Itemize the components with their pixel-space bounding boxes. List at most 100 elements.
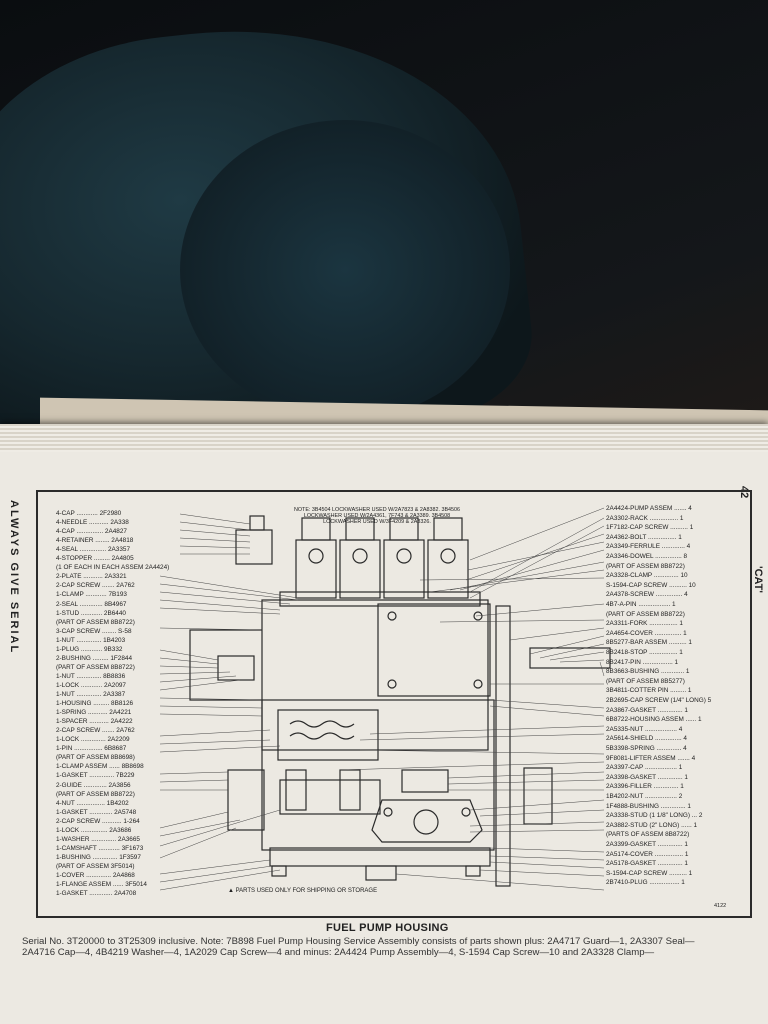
fuel-pipe (189, 629, 262, 701)
part-label-right: 2A3397-CAP .................. 1 (606, 764, 683, 772)
part-label-left: 1-NUT .............. 1B4203 (56, 636, 126, 644)
part-label-right: 5B3398-SPRING .............. 4 (606, 745, 687, 752)
gasket-block (523, 767, 553, 825)
pump-cap-4 (433, 517, 463, 541)
part-label-right: 4B7-A-PIN .................. 1 (606, 601, 676, 608)
part-label-left: 1-HOUSING ......... 8B8126 (56, 700, 134, 708)
part-label-left: 2-BUSHING ......... 1F2844 (56, 654, 133, 662)
part-label-left: (PART OF ASSEM 8B8698) (56, 754, 135, 762)
part-label-right: 2A4362-BOLT ................ 1 (606, 533, 682, 541)
part-label-left: 1-WASHER .............. 2A3665 (56, 835, 140, 843)
part-label-right: 2A5335-NUT .................. 4 (606, 725, 683, 733)
part-label-left: 2-PLATE ........... 2A3321 (56, 573, 127, 581)
part-label-left: 1-NUT .............. 2A3387 (56, 691, 126, 698)
part-label-left: (PART OF ASSEM 8B8722) (56, 618, 135, 626)
part-label-left: 1-CAMSHAFT ............ 3F1673 (56, 844, 144, 852)
page-code: 4122 (714, 903, 727, 909)
part-label-right: 9F8081-LIFTER ASSEM ....... 4 (606, 754, 696, 762)
part-label-right: 2A3338-STUD (1 1/8" LONG) ... 2 (606, 812, 703, 820)
part-label-right: 2A3882-STUD (2" LONG) ...... 1 (606, 821, 698, 829)
part-label-left: 2-SEAL ............. 8B4967 (56, 600, 127, 608)
part-label-right: (PART OF ASSEM 8B8722) (606, 610, 685, 618)
part-label-right: 6B8722-HOUSING ASSEM ...... 1 (606, 716, 702, 724)
part-label-left: 1-LOCK ............... 2A3686 (56, 826, 132, 834)
rack-bar (279, 591, 481, 607)
page-title: FUEL PUMP HOUSING (326, 922, 449, 934)
part-label-right: 1B4202-NUT .................. 2 (606, 793, 683, 800)
page-number: 42 (738, 486, 750, 499)
part-label-left: 1-SPRING ........... 2A4221 (56, 709, 132, 717)
part-label-left: 1-GASKET ............. 2A4708 (56, 890, 137, 898)
part-label-right: (PART OF ASSEM 8B8722) (606, 562, 685, 570)
part-label-left: 1-GASKET ............. 2A5748 (56, 808, 137, 816)
housing-base (269, 847, 491, 867)
part-label-right: S-1594-CAP SCREW .......... 10 (606, 581, 696, 589)
part-label-left: 1-LOCK ............ 2A2097 (56, 681, 126, 689)
side-bar (495, 605, 511, 887)
part-label-left: 4-NUT ................ 1B4202 (56, 799, 129, 807)
part-label-right: 8B2417-PIN ................. 1 (606, 658, 679, 666)
part-label-right: 2B7410-PLUG ................. 1 (606, 879, 685, 887)
part-label-right: 2A5174-COVER ................ 1 (606, 850, 689, 858)
part-label-left: 1-BUSHING .............. 1F3597 (56, 853, 141, 861)
stop-pin (529, 647, 611, 669)
part-label-right: 2B2695-CAP SCREW (1/4" LONG) 5 (606, 697, 712, 704)
part-label-right: 2A5614-SHIELD ............... 4 (606, 735, 687, 743)
part-label-left: 1-STUD ............ 2B6440 (56, 609, 126, 617)
serial-note: Serial No. 3T20000 to 3T25309 inclusive.… (22, 936, 767, 958)
shipping-note: ▲ PARTS USED ONLY FOR SHIPPING OR STORAG… (228, 888, 378, 894)
cover-plate (377, 603, 491, 697)
part-label-right: 2A3349-FERRULE ............. 4 (606, 543, 691, 551)
part-label-right: 2A3867-GASKET .............. 1 (606, 706, 688, 714)
part-label-right: 1F7182-CAP SCREW .......... 1 (606, 524, 694, 532)
part-label-left: 1-COVER .............. 2A4868 (56, 872, 135, 879)
diagram-frame (36, 490, 752, 918)
part-label-right: 2A3399-GASKET .............. 1 (606, 841, 688, 848)
part-label-left: 4-NEEDLE ........... 2A338 (56, 519, 129, 527)
part-label-left: 1-GASKET .............. 7B229 (56, 772, 135, 780)
part-label-left: 2-CAP SCREW ....... 2A762 (56, 582, 135, 590)
part-label-left: (PART OF ASSEM 8B8722) (56, 663, 135, 671)
part-label-left: 1-CLAMP ASSEM ...... 8B8698 (56, 763, 144, 771)
housing-upper (261, 599, 489, 751)
part-label-right: 8B3663-BUSHING ............. 1 (606, 668, 690, 676)
part-label-right: 2A3396-FILLER .............. 1 (606, 783, 684, 791)
page-stack-edges (0, 424, 768, 452)
part-label-right: 2A3328-CLAMP .............. 10 (606, 572, 688, 580)
part-label-right: (PART OF ASSEM 8B5277) (606, 677, 685, 685)
side-text-right: 'CAT' (752, 566, 764, 594)
part-label-left: 4-STOPPER ......... 2A4805 (56, 555, 134, 563)
camshaft (279, 779, 381, 815)
part-label-left: 1-NUT .............. 8B8836 (56, 672, 126, 680)
part-label-right: 2A4654-COVER ............... 1 (606, 629, 687, 637)
part-label-right: S-1594-CAP SCREW .......... 1 (606, 869, 693, 877)
part-label-right: 1F4888-BUSHING .............. 1 (606, 802, 691, 810)
part-label-right: 2A5178-GASKET .............. 1 (606, 860, 688, 868)
part-label-left: 1-PIN ................ 6B8687 (56, 745, 127, 753)
serial-line-1: Serial No. 3T20000 to 3T25309 inclusive.… (22, 936, 695, 947)
part-label-right: 8B2418-STOP ................ 1 (606, 649, 683, 656)
part-label-left: 2-CAP SCREW ........... 1-264 (56, 817, 140, 825)
part-label-left: 4-SEAL ............... 2A3357 (56, 546, 131, 554)
part-label-right: 2A4424-PUMP ASSEM ....... 4 (606, 505, 692, 512)
part-label-right: 2A3398-GASKET .............. 1 (606, 773, 688, 781)
part-label-left: 1-CLAMP ............ 7B193 (56, 591, 127, 599)
part-label-left: 2-CAP SCREW ....... 2A762 (56, 727, 135, 735)
part-label-left: 1-FLANGE ASSEM ...... 3F5014 (56, 881, 147, 889)
lockwasher-note: NOTE: 3B4504 LOCKWASHER USED W/2A7823 & … (293, 507, 461, 525)
filler-cap (401, 769, 449, 793)
part-label-right: 3B4811-COTTER PIN ......... 1 (606, 687, 692, 695)
flange (227, 769, 265, 831)
pump-cap-3 (389, 517, 419, 541)
part-label-right: 8B5277-BAR ASSEM .......... 1 (606, 639, 692, 647)
fabric-fold (180, 120, 510, 420)
part-label-left: 4-RETAINER ........ 2A4818 (56, 537, 134, 545)
part-label-right: 2A3311-FORK ................ 1 (606, 620, 683, 628)
part-label-left: 1-LOCK .............. 2A2209 (56, 736, 130, 744)
part-label-right: (PARTS OF ASSEM 8B8722) (606, 831, 690, 839)
part-label-left: 2-GUIDE ............. 2A3856 (56, 781, 131, 789)
part-label-left: (PART OF ASSEM 8B8722) (56, 790, 135, 798)
part-label-left: 1-SPACER ........... 2A4222 (56, 718, 133, 726)
part-label-left: (1 OF EACH IN EACH ASSEM 2A4424) (56, 564, 170, 572)
